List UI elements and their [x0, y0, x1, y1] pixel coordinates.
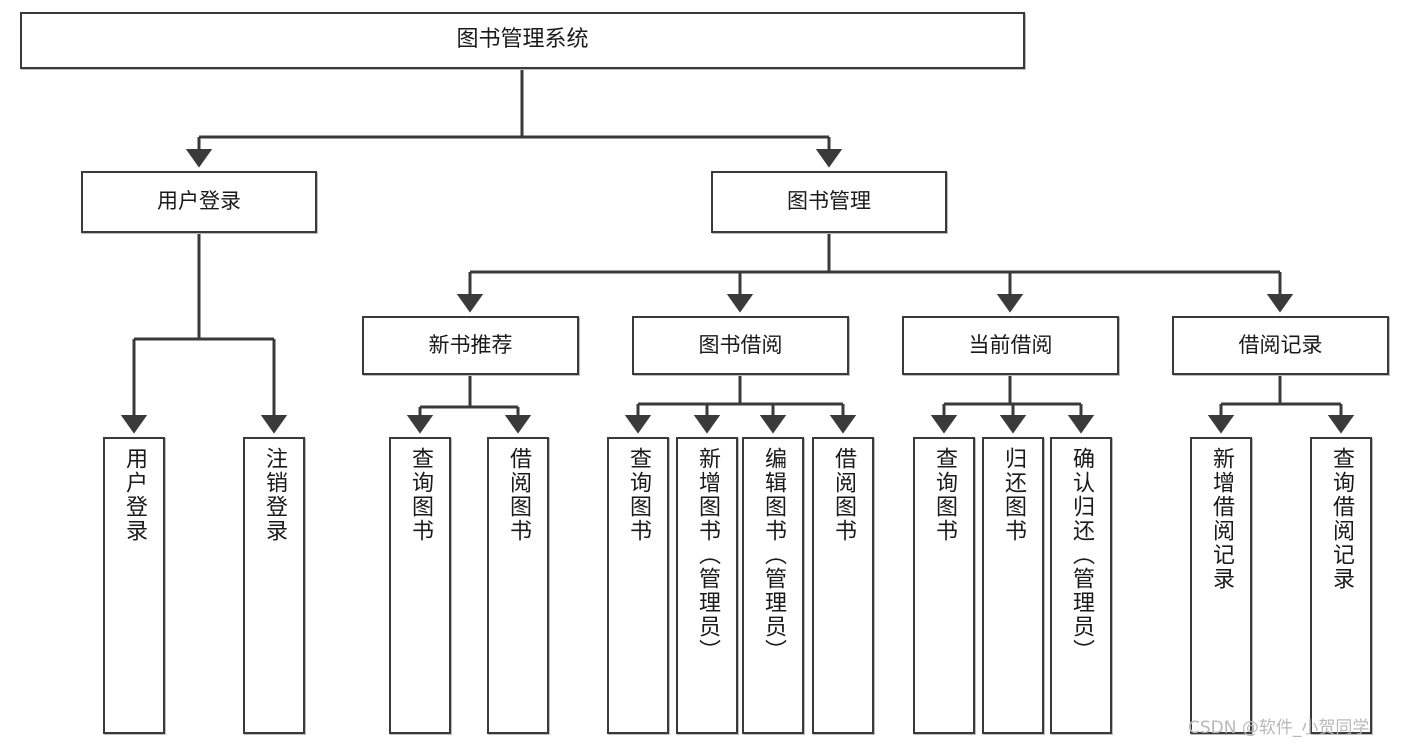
- node-leaf-add-book-label: 新增图书（管理员）: [695, 447, 720, 663]
- node-book-borrow[interactable]: 图书借阅: [632, 316, 849, 375]
- node-leaf-borrow-book-1[interactable]: 借阅图书: [487, 437, 549, 734]
- node-root-label: 图书管理系统: [456, 27, 589, 53]
- node-book-manage[interactable]: 图书管理: [711, 171, 947, 233]
- node-leaf-borrow-book-1-label: 借阅图书: [506, 447, 531, 543]
- node-current-borrow-label: 当前借阅: [968, 332, 1053, 357]
- node-leaf-borrow-book-2[interactable]: 借阅图书: [812, 437, 874, 734]
- node-leaf-add-record[interactable]: 新增借阅记录: [1190, 437, 1252, 734]
- node-leaf-query-book-1-label: 查询图书: [408, 447, 433, 543]
- node-leaf-add-book[interactable]: 新增图书（管理员）: [676, 437, 738, 734]
- node-borrow-record[interactable]: 借阅记录: [1172, 316, 1389, 375]
- node-leaf-query-book-2-label: 查询图书: [626, 447, 651, 543]
- node-leaf-user-login[interactable]: 用户登录: [103, 437, 165, 734]
- node-leaf-confirm-return[interactable]: 确认归还（管理员）: [1050, 437, 1112, 734]
- node-new-book-rec-label: 新书推荐: [428, 332, 513, 357]
- node-user-login-label: 用户登录: [157, 189, 241, 214]
- node-leaf-query-record-label: 查询借阅记录: [1329, 447, 1354, 591]
- node-leaf-query-book-3[interactable]: 查询图书: [913, 437, 975, 734]
- csdn-watermark: CSDN @软件_小贺同学: [1188, 718, 1370, 738]
- node-new-book-rec[interactable]: 新书推荐: [362, 316, 579, 375]
- node-leaf-query-book-1[interactable]: 查询图书: [389, 437, 451, 734]
- node-leaf-query-book-3-label: 查询图书: [932, 447, 957, 543]
- node-leaf-return-book[interactable]: 归还图书: [982, 437, 1044, 734]
- node-leaf-user-login-label: 用户登录: [122, 447, 147, 543]
- node-leaf-confirm-return-label: 确认归还（管理员）: [1069, 447, 1094, 663]
- node-book-borrow-label: 图书借阅: [698, 332, 783, 357]
- node-leaf-add-record-label: 新增借阅记录: [1209, 447, 1234, 591]
- node-leaf-return-book-label: 归还图书: [1001, 447, 1026, 543]
- node-leaf-user-logout-label: 注销登录: [262, 447, 287, 543]
- node-current-borrow[interactable]: 当前借阅: [902, 316, 1119, 375]
- node-book-manage-label: 图书管理: [787, 189, 871, 214]
- node-user-login[interactable]: 用户登录: [81, 171, 317, 233]
- node-leaf-query-book-2[interactable]: 查询图书: [607, 437, 669, 734]
- node-leaf-borrow-book-2-label: 借阅图书: [831, 447, 856, 543]
- node-root[interactable]: 图书管理系统: [20, 12, 1025, 69]
- node-leaf-edit-book[interactable]: 编辑图书（管理员）: [742, 437, 804, 734]
- node-borrow-record-label: 借阅记录: [1238, 332, 1323, 357]
- node-leaf-query-record[interactable]: 查询借阅记录: [1310, 437, 1372, 734]
- node-leaf-user-logout[interactable]: 注销登录: [243, 437, 305, 734]
- node-leaf-edit-book-label: 编辑图书（管理员）: [761, 447, 786, 663]
